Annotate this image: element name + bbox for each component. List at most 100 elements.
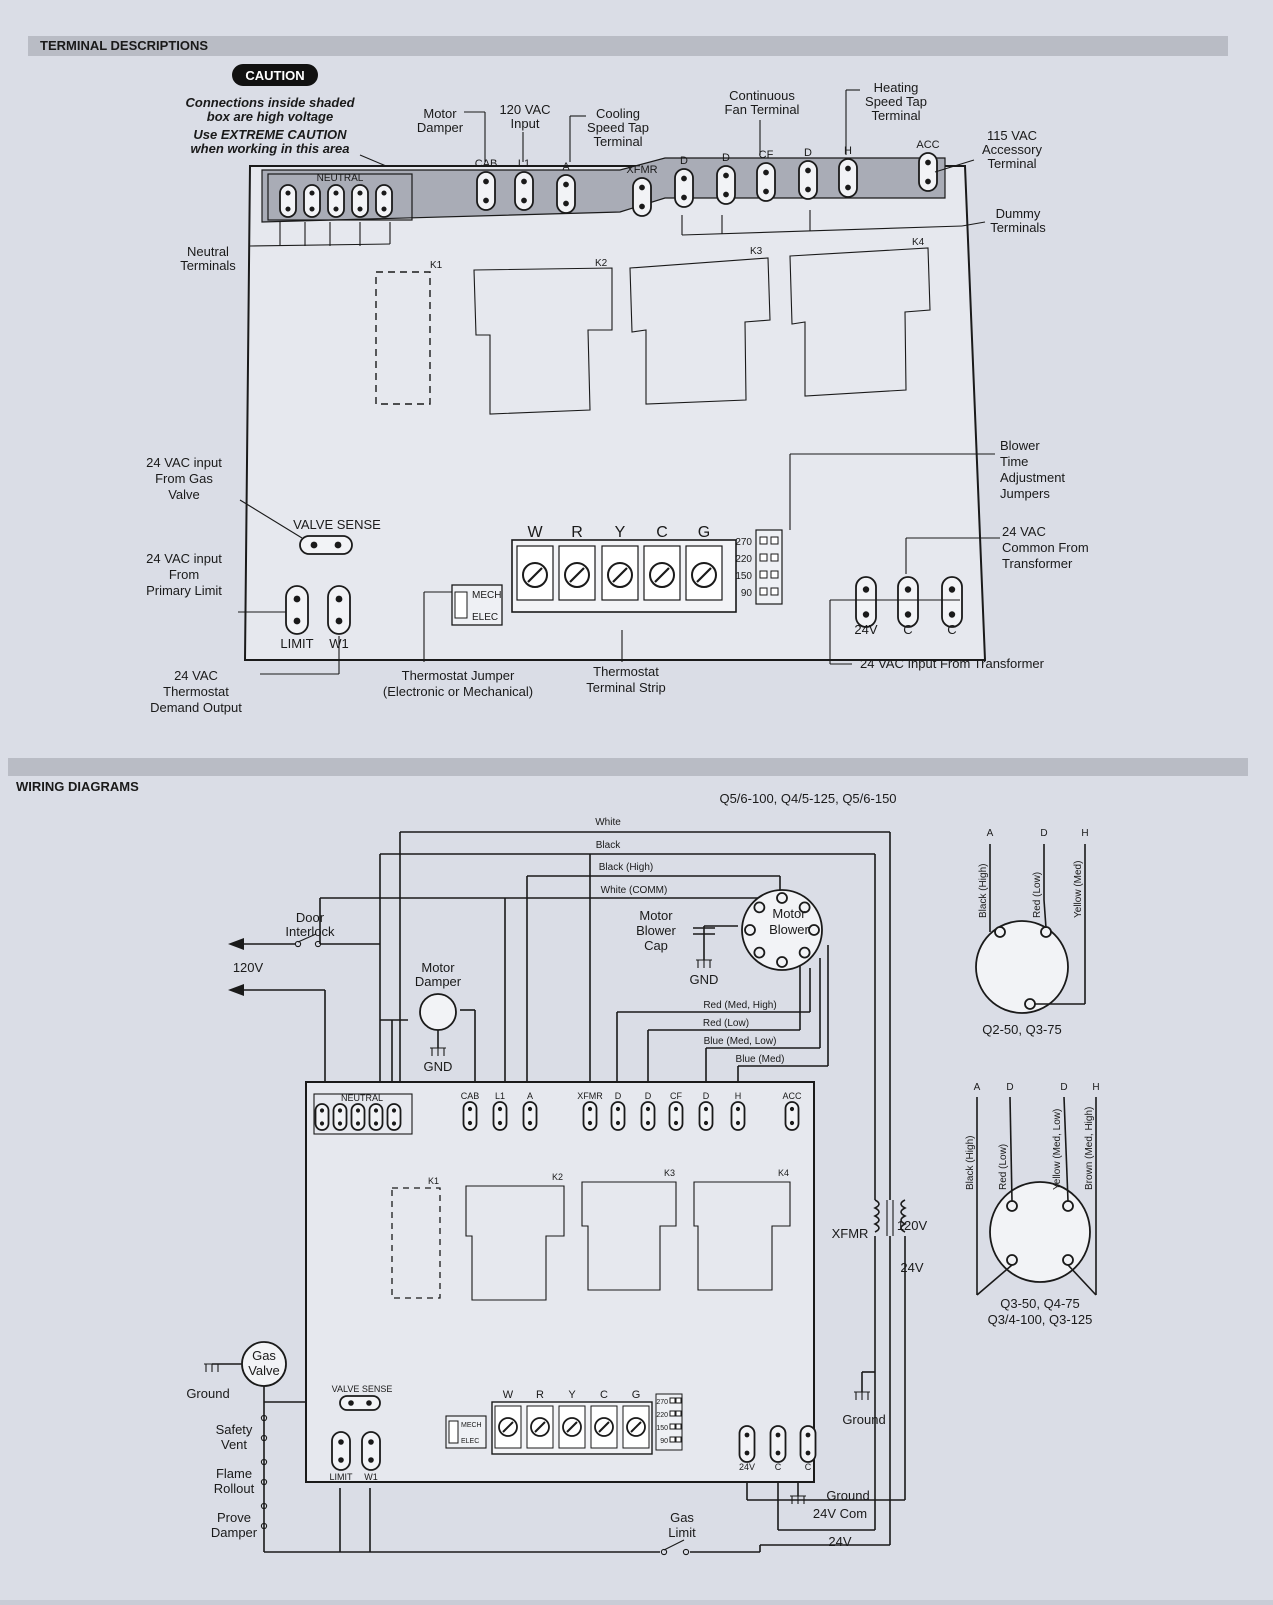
hv-terminal-bottom-label-4: D: [615, 1091, 622, 1101]
hv-terminal-bottom-label-7: D: [703, 1091, 710, 1101]
gas-valve-ground-label: Ground: [186, 1386, 229, 1401]
jumper-option-top-3: 90: [741, 588, 753, 599]
wire-runs: [212, 831, 906, 1556]
thermostat-strip-label-2: Terminal Strip: [586, 680, 665, 695]
low-voltage-top-label-0: 24V: [854, 622, 877, 637]
jumper-option-top-2: 150: [735, 571, 752, 582]
prove-damper-label-1: Prove: [217, 1510, 251, 1525]
motor-damper-circle: [419, 993, 457, 1031]
hv-terminal-bottom-label-9: ACC: [782, 1091, 802, 1101]
low-voltage-top-1: [897, 576, 919, 628]
jumper-option-top-1: 220: [735, 554, 752, 565]
vac120-input-label-1: 120 VAC: [499, 102, 550, 117]
continuous-fan-label-1: Continuous: [729, 88, 795, 103]
jumper-option-bottom-3: 90: [660, 1438, 668, 1445]
hv-terminal-top-cf-6: [756, 162, 776, 202]
thermostat-screw-top-r: [558, 545, 596, 601]
gas-limit-label-1: Gas: [670, 1510, 694, 1525]
q3-terminal-h: H: [1092, 1082, 1099, 1093]
hv-terminal-top-acc-9: [918, 152, 938, 192]
caution-badge: [232, 64, 318, 86]
hv-terminal-top-h-8: [838, 158, 858, 198]
top-labels: Motor Damper 120 VAC Input Cooling Speed…: [146, 80, 1089, 715]
wire-label-black-high: Black (High): [599, 862, 653, 873]
thermostat-screw-bottom-r: [526, 1405, 554, 1449]
q3-wire-yellow-med-low: Yellow (Med, Low): [1052, 1109, 1063, 1190]
valve-sense-label-top: VALVE SENSE: [293, 517, 381, 532]
cooling-tap-label-2: Speed Tap: [587, 120, 649, 135]
limit-label-top: LIMIT: [280, 636, 313, 651]
limit-terminal-top: [285, 585, 309, 635]
hv-terminal-top-label-1: L1: [518, 158, 530, 170]
hv-terminal-bottom-9: [784, 1101, 800, 1131]
accessory-115-label-2: Accessory: [982, 142, 1042, 157]
flame-rollout-label-1: Flame: [216, 1466, 252, 1481]
hv-terminal-top-cab-0: [476, 171, 496, 211]
hv-terminal-bottom-4: [610, 1101, 626, 1131]
hv-terminal-top-label-8: H: [844, 145, 852, 157]
hv-terminal-top-label-0: CAB: [475, 158, 498, 170]
thermostat-terminal-top-label-1: R: [571, 524, 583, 541]
wiring-models-header: Q5/6-100, Q4/5-125, Q5/6-150: [719, 791, 896, 806]
terminal-descriptions-heading: TERMINAL DESCRIPTIONS: [40, 38, 208, 53]
thermostat-terminal-bottom-label-4: G: [632, 1389, 641, 1401]
hv-terminal-top-l1-1: [514, 171, 534, 211]
cap-gnd-label: GND: [690, 972, 719, 987]
jumper-option-bottom-2: 150: [656, 1425, 668, 1432]
hv-terminal-bottom-label-8: H: [735, 1091, 742, 1101]
neutral-pin-top-2: [303, 184, 321, 218]
q2-wire-black-high: Black (High): [978, 864, 989, 918]
mech-label-bottom: MECH: [461, 1422, 482, 1429]
low-voltage-top-2: [941, 576, 963, 628]
common-24-label-1: 24 VAC: [1002, 524, 1046, 539]
hv-terminal-top-label-4: D: [680, 155, 688, 167]
heating-tap-label-1: Heating: [874, 80, 919, 95]
thermostat-terminal-top-label-0: W: [527, 524, 543, 541]
wire-label-red-med-high: Red (Med, High): [703, 1000, 776, 1011]
hv-terminal-top-label-7: D: [804, 147, 812, 159]
gas-valve-label-2: Valve: [248, 1363, 280, 1378]
blower-cap-label-3: Cap: [644, 938, 668, 953]
hv-terminal-bottom-0: [462, 1101, 478, 1131]
lv-ground-label: Ground: [826, 1488, 869, 1503]
xfmr-label: XFMR: [832, 1226, 869, 1241]
thermostat-screw-bottom-c: [590, 1405, 618, 1449]
hv-terminal-bottom-label-0: CAB: [461, 1091, 480, 1101]
hv-terminal-top-label-6: CF: [759, 149, 774, 161]
neutral-pin-bottom-3: [350, 1103, 366, 1131]
hv-terminal-top-d-4: [674, 168, 694, 208]
thermostat-terminal-top-label-2: Y: [615, 524, 626, 541]
thermostat-screw-top-c: [643, 545, 681, 601]
safety-vent-label-2: Vent: [221, 1437, 247, 1452]
ground-symbols: [204, 959, 870, 1504]
demand-output-label-3: Demand Output: [150, 700, 242, 715]
thermostat-screw-bottom-g: [622, 1405, 650, 1449]
q2-terminal-a: A: [987, 828, 994, 839]
q3-wire-black-high: Black (High): [965, 1136, 976, 1190]
q3-models-label-2: Q3/4-100, Q3-125: [988, 1312, 1093, 1327]
low-voltage-bottom-0: [738, 1425, 756, 1463]
terminal-descriptions-band: [28, 36, 1228, 56]
transformer: [873, 1199, 907, 1236]
motor-blower-symbol: [741, 889, 823, 971]
hv-terminal-bottom-2: [522, 1101, 538, 1131]
q3-terminal-d2: D: [1060, 1082, 1067, 1093]
motor-blower-label-1: Motor: [772, 906, 806, 921]
low-voltage-bottom-2: [799, 1425, 817, 1463]
continuous-fan-label-2: Fan Terminal: [725, 102, 800, 117]
v24-bottom-label: 24V: [828, 1534, 851, 1549]
v120-label: 120V: [233, 960, 264, 975]
relay-k2: [473, 267, 613, 415]
common-24-label-3: Transformer: [1002, 556, 1073, 571]
blower-terminal-7: [744, 924, 756, 936]
relay-k1: [375, 271, 431, 405]
cooling-tap-label-1: Cooling: [596, 106, 640, 121]
hv-terminal-top-label-9: ACC: [916, 139, 939, 151]
blower-terminal-2: [798, 901, 811, 914]
jumper-option-bottom-1: 220: [656, 1412, 668, 1419]
dummy-terminals-label-1: Dummy: [996, 206, 1041, 221]
caution-line-2: box are high voltage: [207, 109, 333, 124]
neutral-pin-bottom-4: [368, 1103, 384, 1131]
blower-terminal-8: [753, 901, 766, 914]
